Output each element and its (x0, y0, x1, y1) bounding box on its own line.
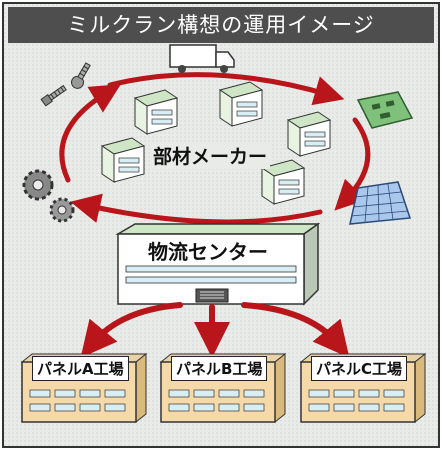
loop-arrow-bottom (70, 193, 323, 225)
panel-grid-icon (349, 181, 412, 225)
plant-b-label: パネルB工場 (171, 356, 268, 381)
maker-building-5 (260, 159, 306, 205)
diagram-title: ミルクラン構想の運用イメージ (67, 13, 375, 37)
loop-arrow-right (334, 117, 371, 211)
distribution-arrows (80, 302, 350, 358)
loop-arrow-left (59, 84, 121, 183)
maker-building-4 (100, 137, 146, 183)
circuit-board-icon (356, 91, 414, 129)
screw-icon (40, 62, 91, 107)
gear-icon (22, 169, 75, 223)
loop-arrow-top (107, 72, 345, 106)
maker-building-1 (133, 89, 179, 135)
maker-building-3 (286, 111, 332, 157)
maker-building-2 (218, 81, 264, 127)
logistics-center-building (115, 222, 321, 306)
title-bar: ミルクラン構想の運用イメージ (8, 7, 434, 43)
circulation-loop (59, 72, 371, 225)
arrow-to-plant-c (241, 302, 350, 358)
plant-c-label: パネルC工場 (311, 356, 408, 381)
plant-a-label: パネルA工場 (32, 356, 129, 381)
logistics-center-label: 物流センター (148, 240, 268, 264)
truck-icon (169, 44, 235, 73)
parts-maker-label: 部材メーカー (150, 142, 271, 169)
arrow-to-plant-a (80, 302, 183, 358)
